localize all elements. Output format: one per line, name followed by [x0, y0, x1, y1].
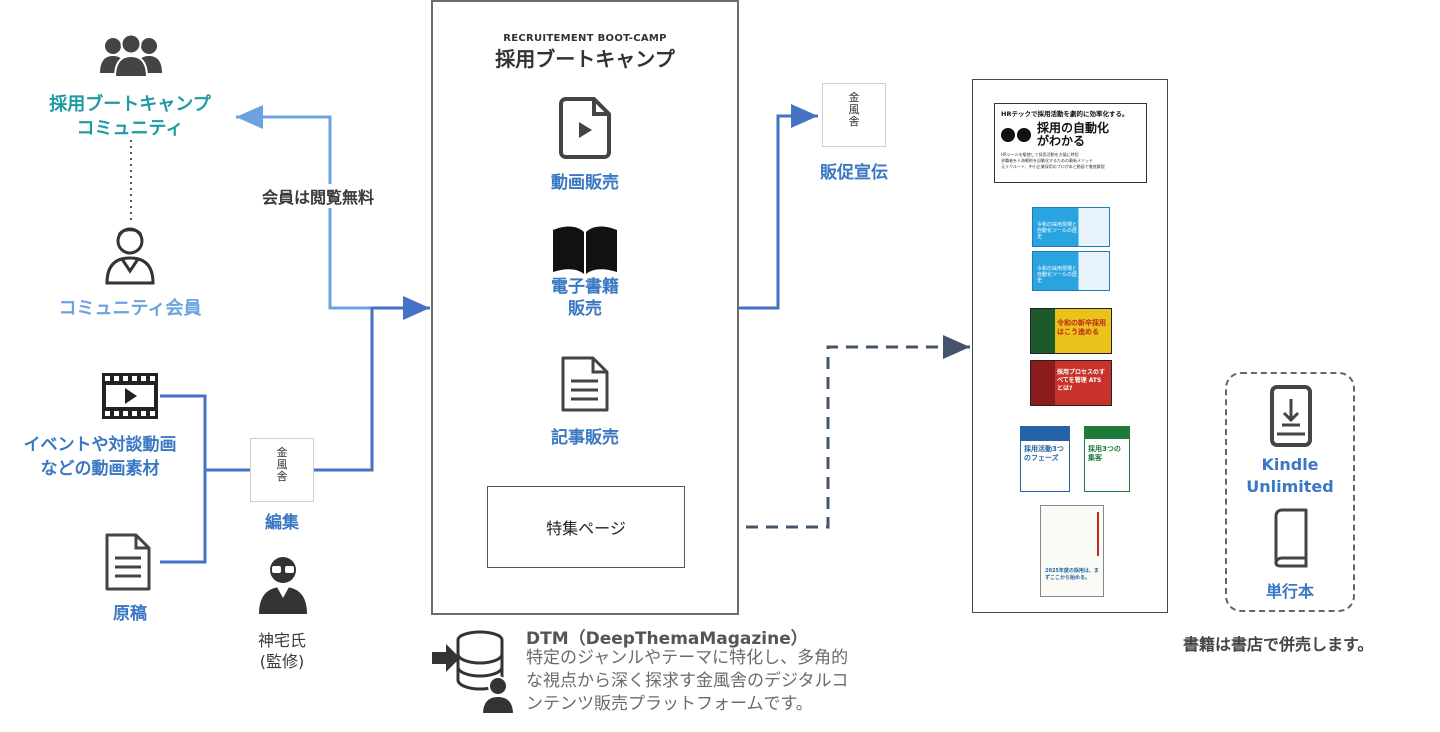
manuscript-document-icon [104, 532, 152, 596]
line-to-promo [738, 104, 818, 310]
manuscript-label: 原稿 [113, 604, 147, 624]
ebook-sales-label: 電子書籍 販売 [551, 277, 619, 319]
line-edit-to-bootcamp [314, 296, 430, 472]
group-icon [99, 33, 163, 81]
book-banner-automation-1: 令和の採用現場と自動化ツールの歴史 [1032, 207, 1110, 247]
book-cover-2025-recruitment: 2025年度の採用は、まずここから始める。 [1040, 505, 1104, 597]
edit-label: 編集 [265, 513, 299, 533]
book-cover-three-phases: 採用活動3つのフェーズ [1020, 426, 1070, 492]
book-cover-three-acquisition: 採用3つの集客 [1084, 426, 1130, 492]
supervisor-icon [257, 552, 309, 620]
video-film-icon [101, 372, 159, 424]
line-manuscript-to-edit [160, 470, 207, 564]
member-label: コミュニティ会員 [58, 298, 202, 319]
video-file-icon [558, 96, 612, 164]
book-banner-ats: 採用プロセスのすべてを管理 ATSとは? [1030, 360, 1112, 406]
book-banner-automation-2: 令和の採用現場と自動化ツールの歴史 [1032, 251, 1110, 291]
open-book-icon [551, 224, 619, 280]
video-sales-label: 動画販売 [551, 173, 619, 193]
article-sales-label: 記事販売 [551, 428, 619, 448]
member-icon [104, 223, 156, 289]
dtm-title: DTM（DeepThemaMagazine） [526, 629, 808, 649]
feature-page-box[interactable]: 特集ページ [487, 486, 685, 568]
bootcamp-title: 採用ブートキャンプ [495, 47, 675, 71]
promo-label: 販促宣伝 [820, 163, 888, 183]
paperback-book-icon [1270, 508, 1310, 572]
book-cover-automation: HRテックで採用活動を劇的に効率化する。 採用の自動化 がわかる HRツールを駆… [994, 103, 1147, 183]
community-title: 採用ブートキャンプ コミュニティ [49, 94, 211, 139]
line-video-to-edit [160, 394, 250, 472]
book-banner-new-grad: 令和の新卒採用はこう進める [1030, 308, 1112, 354]
feature-page-label: 特集ページ [546, 519, 626, 538]
kindle-label: Kindle Unlimited [1246, 455, 1334, 496]
promo-seal-logo: 金 風 舎 [822, 83, 886, 147]
bootcamp-subtitle: RECRUITEMENT BOOT-CAMP [503, 33, 667, 44]
line-to-community [236, 105, 430, 310]
article-document-icon [560, 355, 610, 417]
dtm-description: 特定のジャンルやテーマに特化し、多角的 な視点から深く探求す金風舎のデジタルコ … [526, 648, 849, 714]
database-import-icon [430, 628, 522, 718]
bookstore-note: 書籍は書店で併売します。 [1183, 635, 1374, 654]
video-material-label: イベントや対談動画 などの動画素材 [23, 435, 177, 479]
free-note: 会員は閲覧無料 [258, 184, 379, 208]
paperback-label: 単行本 [1265, 582, 1314, 601]
channels-dashed-box [1225, 372, 1355, 612]
edit-seal-logo: 金 風 舎 [250, 438, 314, 502]
line-feature-to-books [686, 335, 970, 529]
tablet-download-icon [1269, 384, 1313, 452]
supervisor-label: 神宅氏 (監修) [257, 631, 306, 671]
